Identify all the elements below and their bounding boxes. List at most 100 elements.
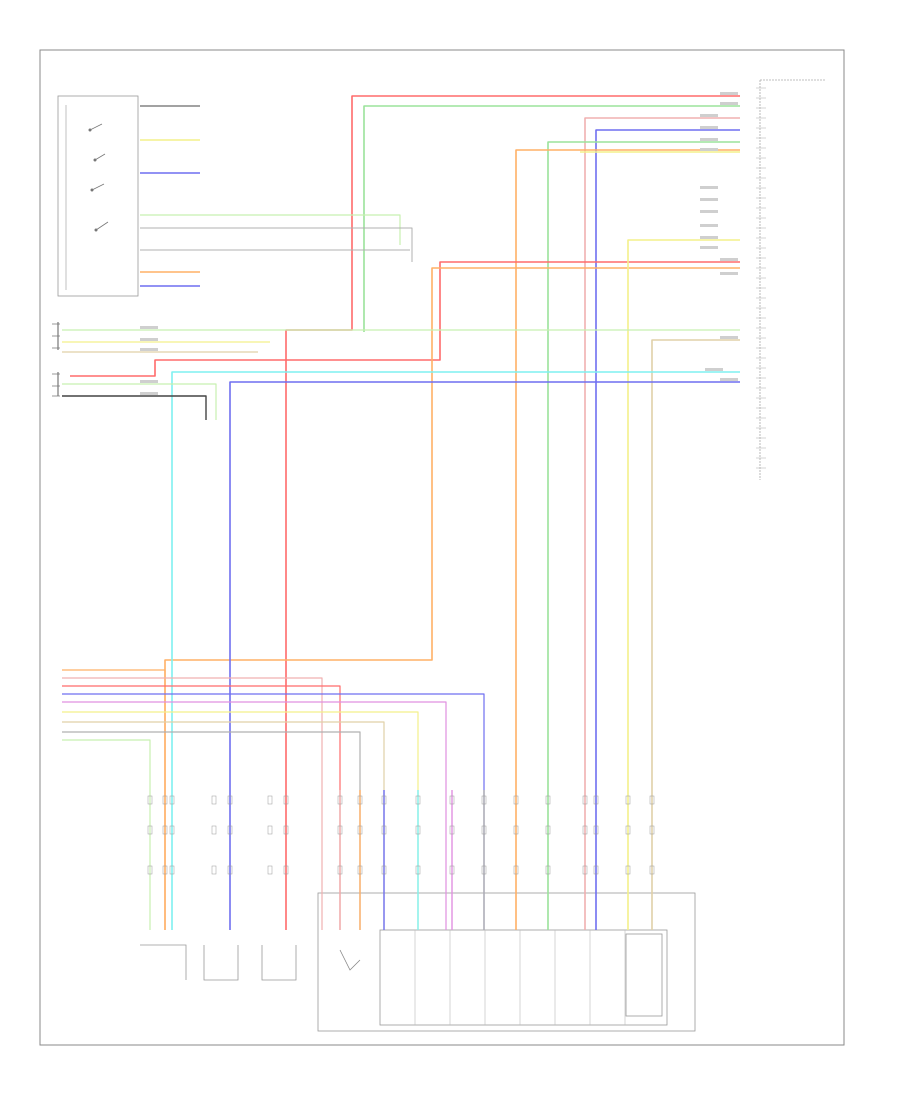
- connector-pin: [582, 825, 588, 835]
- connector-pin: [147, 825, 153, 835]
- connector-pin: [481, 795, 487, 805]
- wire-label-blur: [140, 326, 158, 329]
- connector-pin: [481, 865, 487, 875]
- wire-gnd-green2: [62, 383, 217, 420]
- wire-label-blur: [720, 258, 738, 261]
- connector-pin: [227, 795, 233, 805]
- wire-bh-1: [62, 669, 166, 930]
- wire-label-blur: [700, 224, 718, 227]
- neutral-safety-switch: [57, 95, 139, 297]
- diagram-frame: [39, 49, 845, 1046]
- ground-connectors: [52, 322, 60, 397]
- connector-pin: [625, 825, 631, 835]
- transmission-fluid-temp-sensor: [261, 945, 297, 981]
- connector-pin: [649, 865, 655, 875]
- wire-harness: [62, 95, 740, 930]
- input-shaft-speed-sensor: [140, 944, 187, 980]
- connector-pin: [357, 825, 363, 835]
- wire-cyan: [171, 371, 740, 930]
- connector-pin: [162, 795, 168, 805]
- connector-pin: [162, 865, 168, 875]
- connector-pin: [649, 825, 655, 835]
- wire-blue-long: [229, 381, 740, 930]
- wire-violet: [595, 129, 740, 930]
- connector-pin: [381, 795, 387, 805]
- connector-pin: [415, 795, 421, 805]
- wire-green-solenoid: [547, 141, 740, 930]
- wire-label-blur: [140, 348, 158, 351]
- wire-gnd-black: [62, 395, 207, 420]
- wire-red-tcm-to-solenoid: [285, 95, 740, 930]
- wire-label-blur: [700, 246, 718, 249]
- connector-pin: [211, 865, 217, 875]
- connector-pin: [227, 865, 233, 875]
- connector-pin: [593, 865, 599, 875]
- wire-bh-9: [62, 739, 151, 930]
- wire-label-blur: [140, 380, 158, 383]
- connector-pin: [545, 795, 551, 805]
- connector-pin: [169, 825, 175, 835]
- tcm-pin-ticks: [756, 87, 766, 469]
- wire-bh-2: [62, 677, 323, 930]
- wire-label-blur: [720, 272, 738, 275]
- connector-pin: [415, 865, 421, 875]
- wire-label-blur: [700, 138, 718, 141]
- connector-pin: [593, 825, 599, 835]
- wire-label-blur: [720, 92, 738, 95]
- output-shaft-speed-sensor: [203, 945, 239, 981]
- wire-label-blur: [720, 336, 738, 339]
- connector-pin: [227, 825, 233, 835]
- connector-pin: [283, 825, 289, 835]
- connector-pin: [283, 865, 289, 875]
- wire-bh-8: [62, 731, 361, 930]
- connector-pin: [381, 825, 387, 835]
- wire-label-blur: [700, 114, 718, 117]
- transmission-control-module-connector: [756, 79, 826, 480]
- connector-pin: [513, 825, 519, 835]
- connector-pin: [169, 795, 175, 805]
- connector-pin: [169, 865, 175, 875]
- wire-label-blur: [700, 236, 718, 239]
- wire-switch-green: [140, 214, 401, 245]
- connector-pin: [481, 825, 487, 835]
- wire-label-blur: [700, 186, 718, 189]
- wire-label-blur: [705, 368, 723, 371]
- wire-label-blur: [720, 378, 738, 381]
- connector-pin: [357, 795, 363, 805]
- connector-pin: [625, 795, 631, 805]
- connector-pin: [211, 825, 217, 835]
- wire-label-blur: [720, 102, 738, 105]
- connector-pin: [449, 865, 455, 875]
- wire-switch-gray: [140, 227, 413, 262]
- connector-pin: [449, 795, 455, 805]
- wire-yellow-long: [627, 239, 740, 930]
- wire-bh-5: [62, 701, 447, 930]
- wire-bh-4: [62, 693, 485, 930]
- wire-red-mid: [70, 261, 740, 377]
- connector-pin: [449, 825, 455, 835]
- connector-pin: [593, 795, 599, 805]
- connector-pin: [283, 795, 289, 805]
- wire-tan: [651, 339, 740, 930]
- connector-pin: [147, 795, 153, 805]
- connector-pin: [267, 795, 273, 805]
- connector-pin: [147, 865, 153, 875]
- control-solenoid-block: [317, 892, 696, 1032]
- connector-pin: [337, 825, 343, 835]
- connector-pin: [513, 865, 519, 875]
- connector-pin: [267, 825, 273, 835]
- connector-pin: [582, 865, 588, 875]
- connector-pin: [267, 865, 273, 875]
- connector-pin: [545, 825, 551, 835]
- connector-pin: [337, 865, 343, 875]
- wire-green-tcm: [363, 105, 740, 332]
- wire-orange-long: [515, 149, 740, 930]
- wire-bh-6: [62, 711, 419, 930]
- connector-pin: [211, 795, 217, 805]
- connector-pin: [513, 795, 519, 805]
- connector-pin: [357, 865, 363, 875]
- wire-bh-7: [62, 721, 385, 930]
- wire-label-blur: [700, 148, 718, 151]
- wire-label-blur: [700, 198, 718, 201]
